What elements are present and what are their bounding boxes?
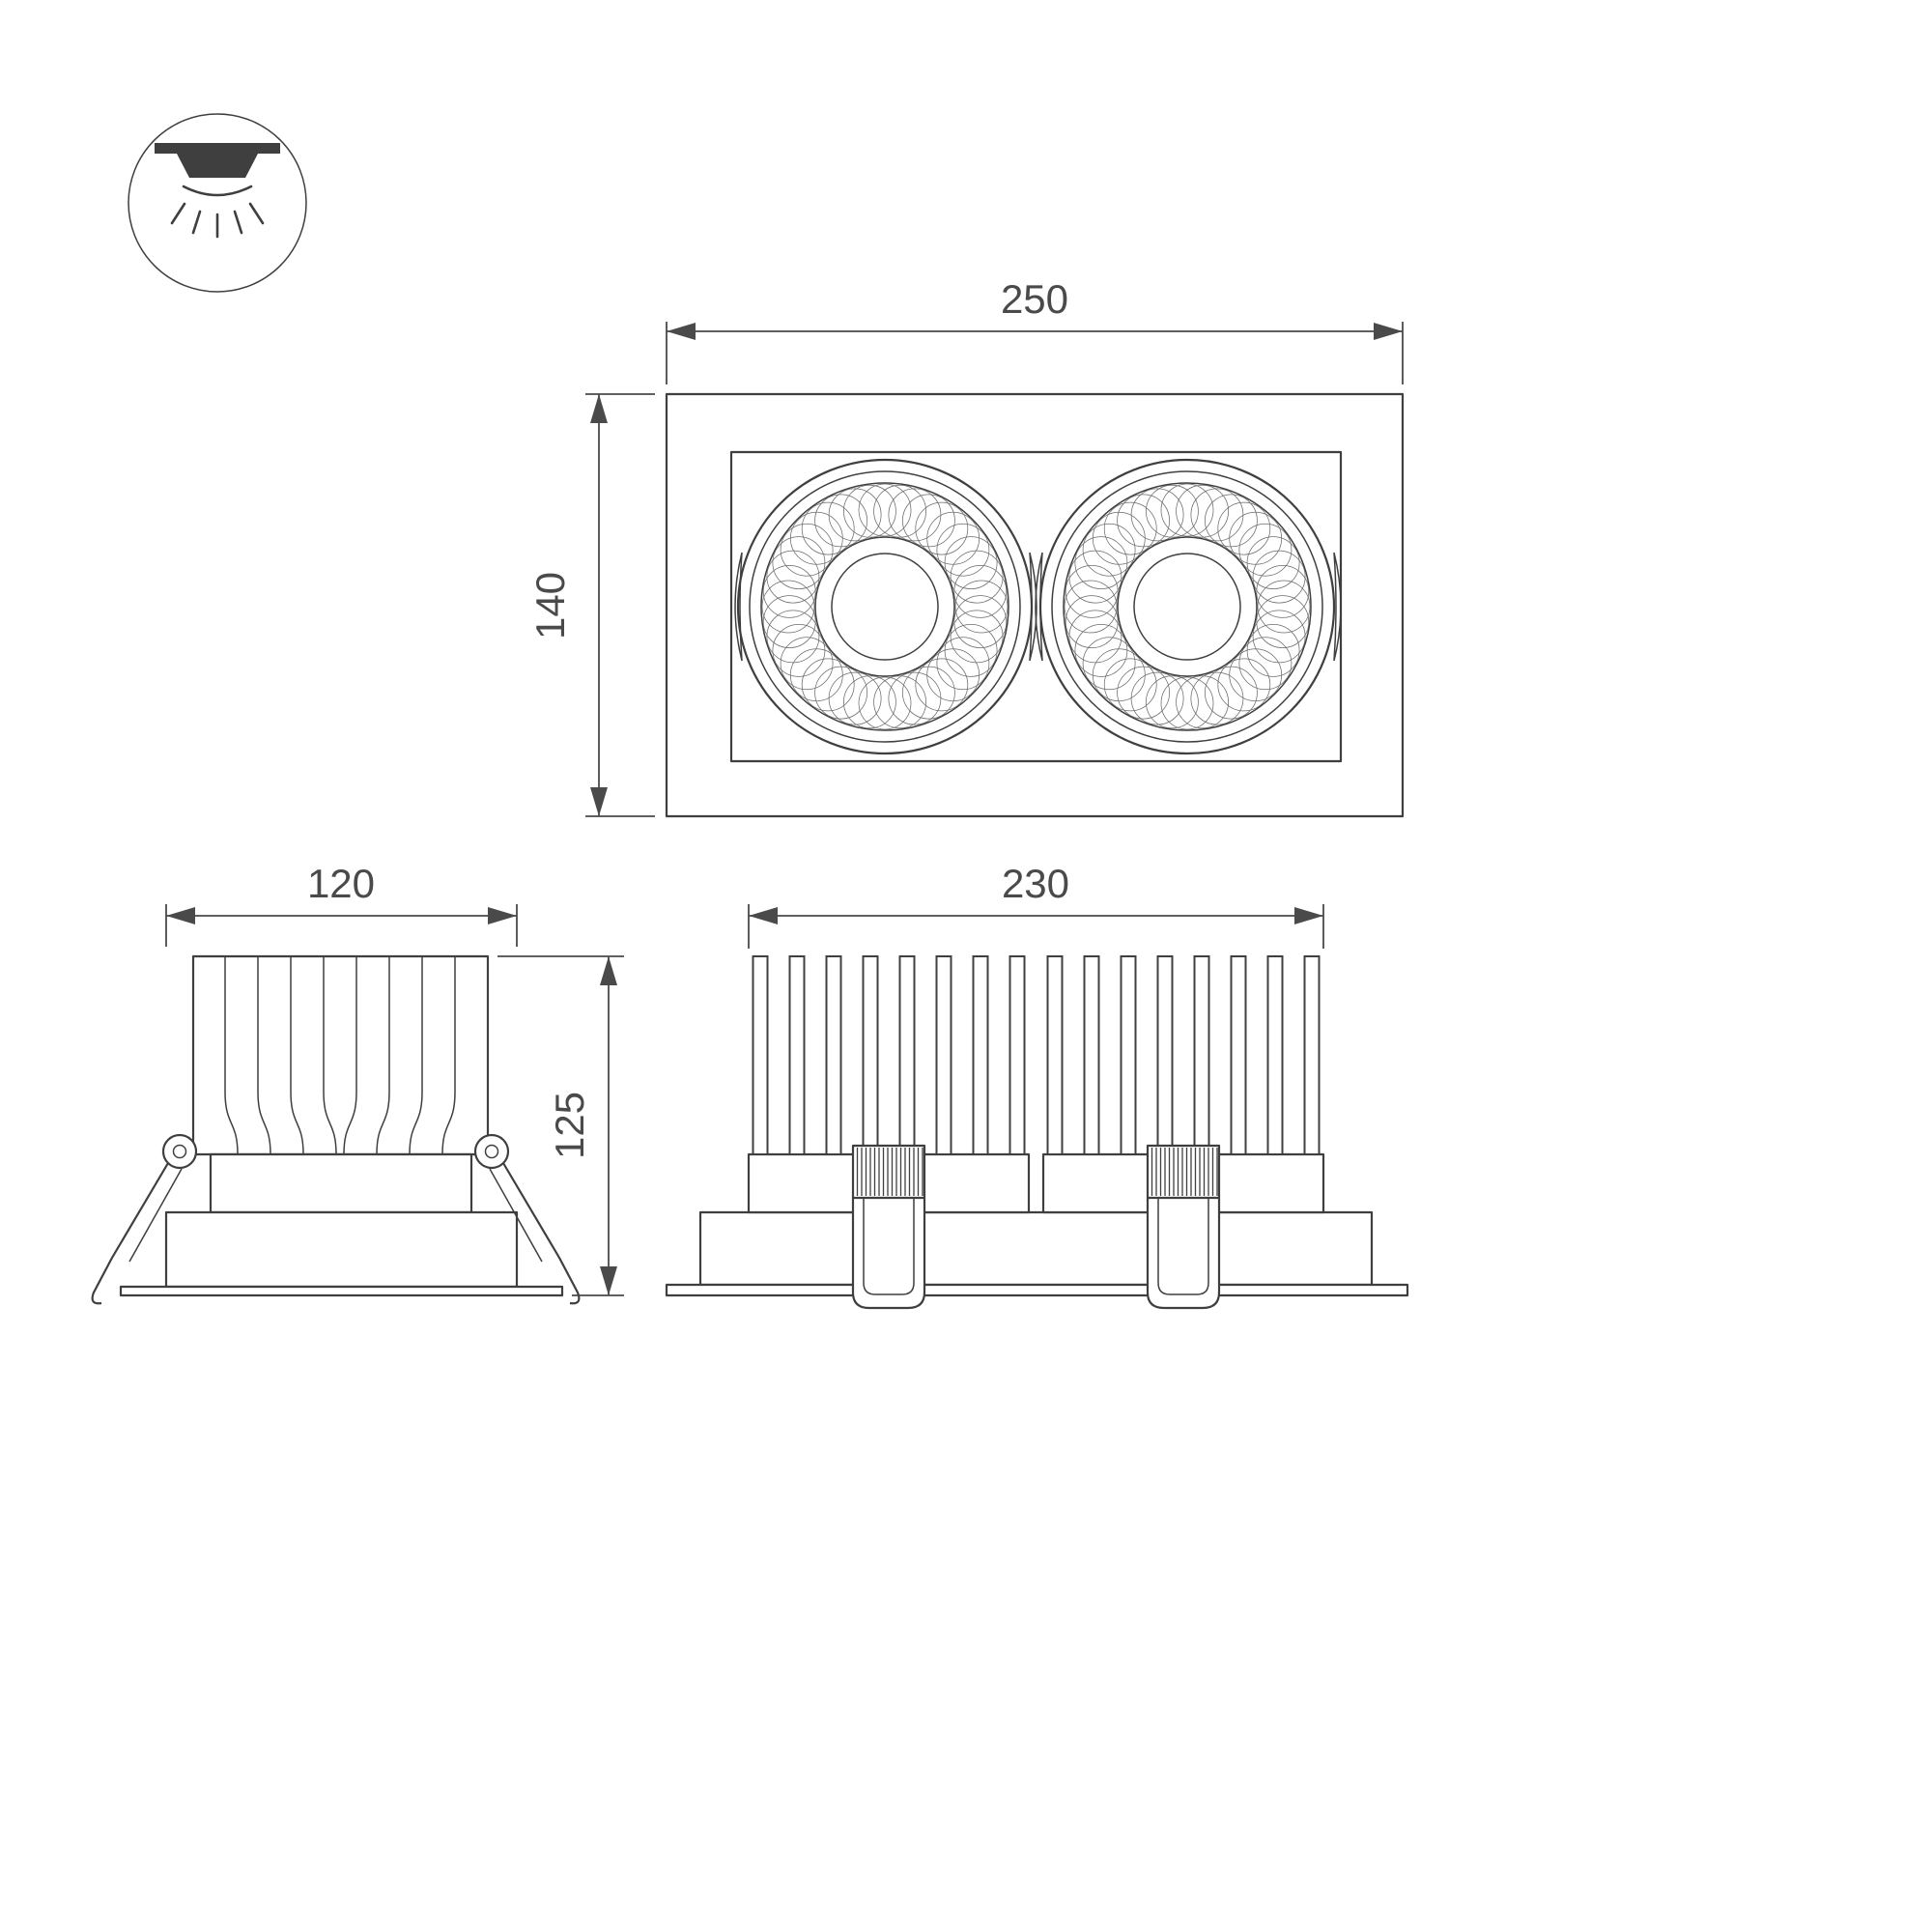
clip-hatch-left (856, 1148, 923, 1196)
front-view (665, 392, 1405, 818)
lamp-right (1038, 458, 1336, 755)
spring-clip-right (473, 1133, 581, 1305)
spring-clip-left (91, 1133, 198, 1305)
module-left-fins (752, 955, 1026, 1155)
heatsink-fins (224, 956, 456, 1155)
recessed-downlight-icon (155, 143, 280, 239)
side-view (91, 954, 581, 1305)
profile-view (665, 955, 1409, 1310)
dim-front-width: 250 (666, 276, 1404, 384)
mounting-frame (698, 1210, 1374, 1287)
lamp-left-reflector-mesh (761, 483, 1009, 730)
trim-flange (119, 1285, 564, 1297)
arrow-right-icon (1294, 907, 1323, 924)
arrow-right-icon (1374, 323, 1403, 340)
module-right-fins (1046, 955, 1321, 1155)
dim-side-width: 120 (165, 861, 518, 947)
dim-profile-width: 230 (748, 861, 1324, 949)
arrow-up-icon (590, 394, 608, 423)
arrow-right-icon (488, 907, 517, 924)
front-outer-frame (665, 392, 1405, 818)
dim-label-front-width: 250 (1001, 276, 1068, 322)
trim-baseplate (665, 1283, 1409, 1297)
icon-circle (128, 113, 307, 293)
arrow-left-icon (667, 323, 696, 340)
lamp-left (736, 458, 1034, 755)
dim-side-height: 125 (497, 955, 624, 1296)
product-type-icon (128, 113, 307, 293)
retainer-clip-right (1146, 1144, 1221, 1310)
dim-label-side-height: 125 (547, 1092, 592, 1159)
lamp-right-reflector-mesh (1064, 483, 1311, 730)
clip-hatch-right (1151, 1148, 1218, 1196)
dim-label-front-height: 140 (527, 572, 573, 639)
lamp-housing (209, 1152, 473, 1214)
arrow-down-icon (600, 1266, 617, 1295)
trim-bezel (164, 1210, 519, 1289)
dim-front-height: 140 (527, 393, 655, 817)
arrow-down-icon (590, 787, 608, 816)
arrow-up-icon (600, 956, 617, 985)
arrow-left-icon (166, 907, 195, 924)
arrow-left-icon (749, 907, 778, 924)
retainer-clip-left (851, 1144, 926, 1310)
dim-label-side-width: 120 (307, 861, 375, 906)
heatsink-body (191, 954, 490, 1156)
gimbal-ring-slivers (734, 552, 1342, 662)
dim-label-profile-width: 230 (1002, 861, 1069, 906)
